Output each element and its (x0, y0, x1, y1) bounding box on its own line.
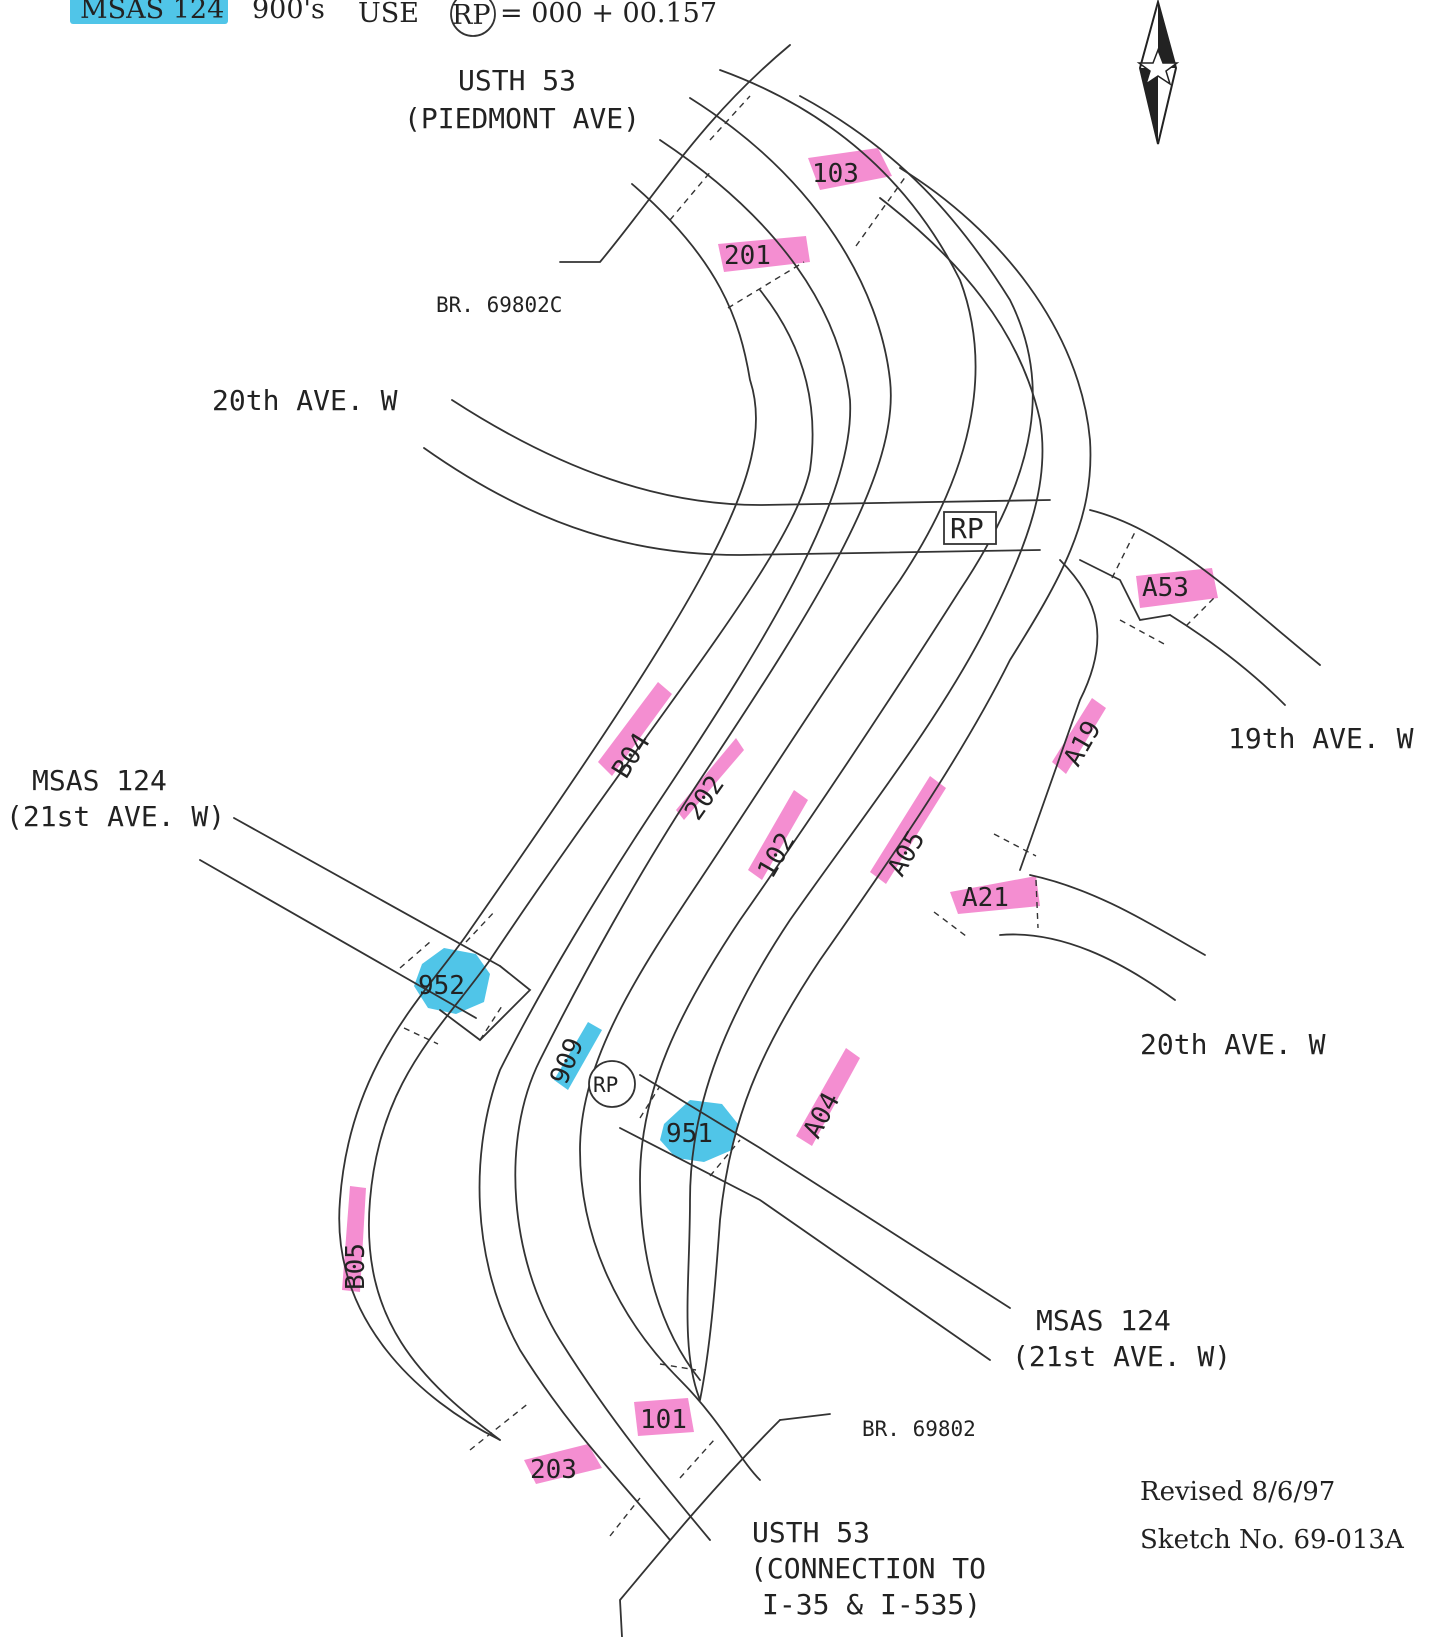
highlight-203 (524, 1444, 602, 1484)
segment-B05: B05 (341, 1243, 371, 1290)
rp-box-label: RP (950, 512, 984, 545)
highlight-A19 (1052, 698, 1106, 774)
highlight-201 (718, 236, 810, 272)
legend-rp-symbol: RP (452, 0, 491, 31)
bridge-labels: BR. 69802C BR. 69802 (436, 293, 976, 1441)
segment-952: 952 (418, 971, 465, 1001)
segment-103: 103 (812, 159, 859, 189)
street-labels: USTH 53 (PIEDMONT AVE) 20th AVE. W MSAS … (6, 64, 1414, 1621)
usth53-south-line3: I-35 & I-535) (762, 1588, 981, 1621)
reference-points: RP RP (588, 511, 997, 1108)
msas124-west-line1: MSAS 124 (32, 764, 167, 797)
usth53-north-line1: USTH 53 (458, 64, 576, 97)
segment-951: 951 (666, 1119, 713, 1149)
legend-use: USE (358, 0, 419, 29)
legend-rp-circle (450, 0, 496, 37)
rp-box-marker (943, 511, 997, 545)
bridge-north-label: BR. 69802C (436, 293, 562, 317)
highlight-951 (660, 1100, 738, 1162)
legend: MSAS 124 900's USE RP = 000 + 00.157 (70, 0, 717, 37)
segment-boundaries (399, 95, 1215, 1537)
ave20-east-label: 20th AVE. W (1140, 1028, 1326, 1061)
sketch-number: Sketch No. 69-013A (1140, 1525, 1405, 1555)
usth53-south-line1: USTH 53 (752, 1516, 870, 1549)
highlight-103 (808, 148, 892, 190)
ave20-west-label: 20th AVE. W (212, 384, 398, 417)
footer: Revised 8/6/97 Sketch No. 69-013A (1140, 1477, 1405, 1555)
road-network (199, 44, 1321, 1637)
highlight-102 (748, 790, 808, 880)
highlight-202 (676, 738, 744, 820)
legend-series: 900's (252, 0, 325, 25)
rp-circle-marker (588, 1060, 636, 1108)
rp-circle-label: RP (593, 1073, 618, 1097)
segment-203: 203 (530, 1455, 577, 1485)
highlight-101 (634, 1398, 694, 1436)
highlights (342, 148, 1218, 1484)
msas124-west-line2: (21st AVE. W) (6, 800, 225, 833)
highlight-B05 (342, 1186, 366, 1292)
highlight-B04 (598, 682, 672, 776)
segment-A21: A21 (962, 883, 1009, 913)
msas124-east-line2: (21st AVE. W) (1012, 1340, 1231, 1373)
segment-A53: A53 (1142, 573, 1189, 603)
segment-202: 202 (679, 770, 731, 826)
legend-equation: = 000 + 00.157 (500, 0, 717, 29)
highlight-A04 (796, 1048, 860, 1146)
highlight-A53 (1136, 568, 1218, 608)
segment-101: 101 (640, 1405, 687, 1435)
bridge-south-label: BR. 69802 (862, 1417, 976, 1441)
msas124-east-line1: MSAS 124 (1036, 1304, 1171, 1337)
segment-B04: B04 (606, 728, 656, 784)
legend-route: MSAS 124 (80, 0, 224, 25)
usth53-south-line2: (CONNECTION TO (750, 1552, 986, 1585)
highlight-909 (554, 1022, 602, 1090)
segment-201: 201 (724, 241, 771, 271)
highlight-A21 (950, 876, 1040, 914)
revised-date: Revised 8/6/97 (1140, 1477, 1335, 1507)
ave19-east-label: 19th AVE. W (1228, 722, 1414, 755)
highlight-952 (414, 948, 490, 1014)
segment-tags: 103 201 A53 B04 202 102 A05 A19 A21 952 … (341, 159, 1189, 1485)
legend-route-highlight (70, 0, 228, 24)
usth53-north-line2: (PIEDMONT AVE) (404, 102, 640, 135)
north-arrow-icon (1136, 0, 1180, 145)
